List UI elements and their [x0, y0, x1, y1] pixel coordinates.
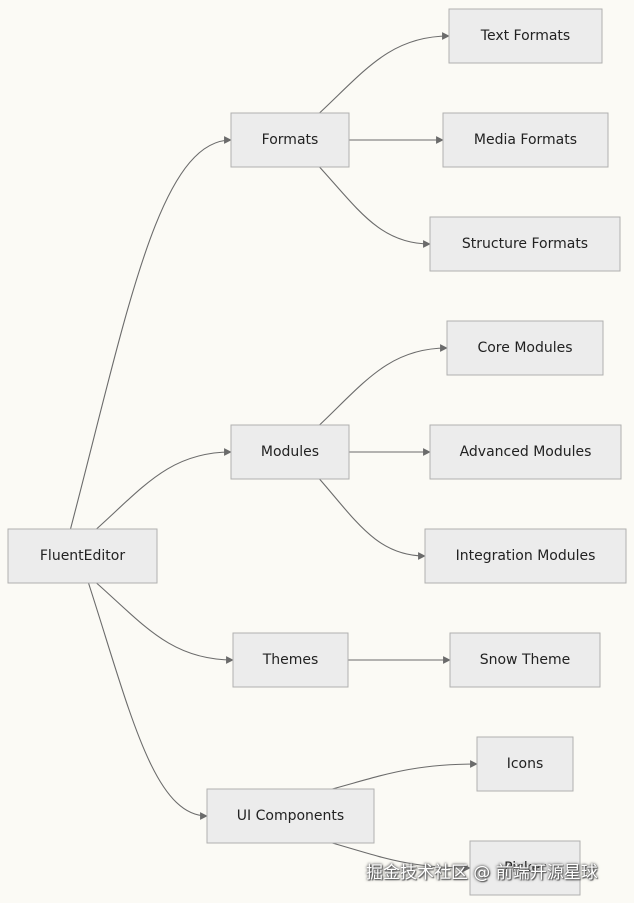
node-box [230, 112, 350, 168]
node-box [446, 320, 604, 376]
node-structure-formats: Structure Formats [429, 216, 621, 272]
edge-modules-to-core [319, 344, 448, 426]
node-box [469, 840, 581, 896]
node-label: Text Formats [480, 28, 570, 44]
node-box [232, 632, 349, 688]
node-box [7, 528, 158, 584]
node-label: Integration Modules [456, 548, 596, 564]
node-modules: Modules [230, 424, 350, 480]
node-label: Themes [262, 652, 319, 668]
node-themes: Themes [232, 632, 349, 688]
node-label: Media Formats [474, 132, 577, 148]
node-label: Modules [261, 444, 319, 460]
node-box [424, 528, 627, 584]
node-box [429, 216, 621, 272]
node-label: FluentEditor [40, 548, 125, 564]
node-label: Advanced Modules [460, 444, 592, 460]
node-integration-modules: Integration Modules [424, 528, 627, 584]
edge-root-to-ui [87, 582, 208, 820]
node-text-formats: Text Formats [448, 8, 603, 64]
node-box [429, 424, 622, 480]
node-core-modules: Core Modules [446, 320, 604, 376]
node-ui-components: UI Components [206, 788, 375, 844]
node-box [230, 424, 350, 480]
node-box [442, 112, 609, 168]
node-box [206, 788, 375, 844]
node-label: UI Components [237, 808, 344, 824]
edge-formats-to-structure [319, 166, 431, 248]
edge-ui-to-icons [332, 760, 478, 790]
edge-modules-to-integration [319, 478, 426, 560]
node-fluenteditor: FluentEditor [7, 528, 158, 584]
node-box [448, 8, 603, 64]
node-media-formats: Media Formats [442, 112, 609, 168]
node-label: Core Modules [477, 340, 572, 356]
node-formats: Formats [230, 112, 350, 168]
edge-formats-to-text [319, 32, 450, 114]
node-picker: Picker [469, 840, 581, 896]
node-label: Formats [262, 132, 319, 148]
node-icons: Icons [476, 736, 574, 792]
node-label: Structure Formats [462, 236, 588, 252]
node-label: Picker [504, 860, 546, 876]
node-box [476, 736, 574, 792]
node-advanced-modules: Advanced Modules [429, 424, 622, 480]
edge-root-to-formats [69, 136, 232, 530]
edge-root-to-themes [96, 582, 234, 664]
node-snow-theme: Snow Theme [449, 632, 601, 688]
edge-ui-to-picker [332, 842, 471, 872]
edges-layer [69, 32, 478, 872]
node-box [449, 632, 601, 688]
node-label: Icons [507, 756, 544, 772]
node-label: Snow Theme [480, 652, 571, 668]
edge-root-to-modules [96, 448, 232, 530]
